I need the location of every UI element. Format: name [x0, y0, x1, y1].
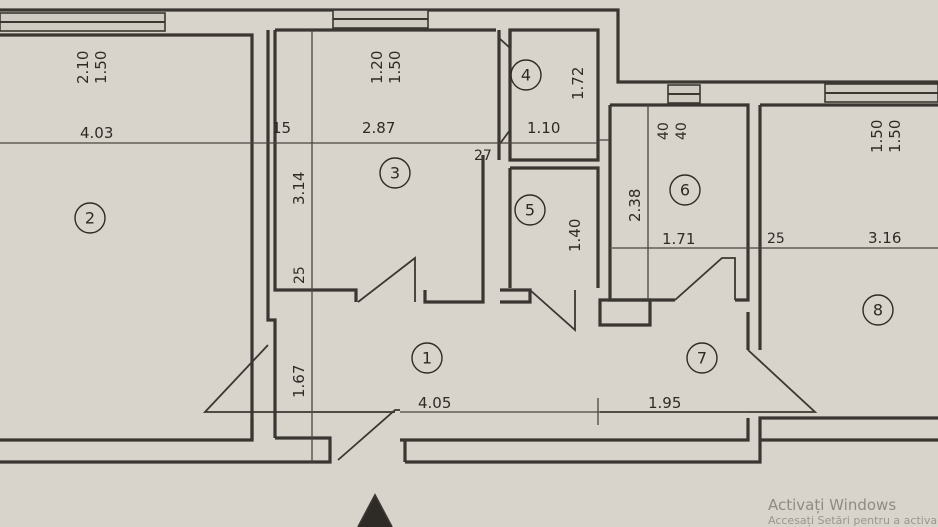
dim-r4-width: 1.10 [527, 119, 560, 137]
room-4-label: 4 [510, 59, 542, 91]
room-labels: 2 3 4 5 6 1 7 8 [74, 59, 894, 374]
room-2-label: 2 [74, 202, 106, 234]
dim-r5-height: 1.40 [566, 219, 584, 252]
dim-r4-height: 1.72 [569, 67, 587, 100]
svg-text:5: 5 [525, 201, 535, 220]
dimension-lines [0, 30, 938, 462]
dim-wall-25-left: 25 [292, 266, 308, 284]
dim-wall-15: 15 [272, 119, 291, 137]
dim-r3-height: 3.14 [290, 172, 308, 205]
dim-r7-width: 1.95 [648, 394, 681, 412]
dim-r1-width: 4.05 [418, 394, 451, 412]
dim-r8-window-top: 1.50 [868, 120, 886, 153]
dim-r3-window-bottom: 1.50 [386, 51, 404, 84]
watermark-line2: Accesați Setări pentru a activa [768, 514, 937, 527]
dim-wall-27: 27 [474, 148, 492, 164]
dim-r1-height: 1.67 [290, 365, 308, 398]
dim-r6-window-bottom: 40 [674, 122, 690, 140]
dim-r3-width: 2.87 [362, 119, 395, 137]
room-3-label: 3 [379, 157, 411, 189]
dim-r2-window-top: 2.10 [74, 51, 92, 84]
dim-r6-width: 1.71 [662, 230, 695, 248]
svg-text:6: 6 [680, 181, 690, 200]
dim-r8-window-bottom: 1.50 [886, 120, 904, 153]
svg-text:4: 4 [521, 66, 531, 85]
svg-text:7: 7 [697, 349, 707, 368]
room-7-label: 7 [686, 342, 718, 374]
dim-wall-25-right: 25 [767, 231, 785, 247]
dimension-text: 2.10 1.50 1.20 1.50 1.50 1.50 40 40 4.03… [74, 51, 904, 412]
dim-r3-window-top: 1.20 [368, 51, 386, 84]
watermark-line1: Activați Windows [768, 496, 896, 514]
windows [0, 9, 938, 104]
dim-r2-window-bottom: 1.50 [92, 51, 110, 84]
doors [202, 37, 818, 527]
svg-text:2: 2 [85, 209, 95, 228]
walls [0, 8, 938, 464]
svg-text:3: 3 [390, 164, 400, 183]
room-8-label: 8 [862, 294, 894, 326]
room-6-label: 6 [669, 174, 701, 206]
room-1-label: 1 [411, 342, 443, 374]
svg-text:8: 8 [873, 301, 883, 320]
room-5-label: 5 [514, 194, 546, 226]
svg-text:1: 1 [422, 349, 432, 368]
dim-r8-width: 3.16 [868, 229, 901, 247]
dim-r6-window-top: 40 [656, 122, 672, 140]
dim-r2-width: 4.03 [80, 124, 113, 142]
dim-r6-height: 2.38 [626, 189, 644, 222]
